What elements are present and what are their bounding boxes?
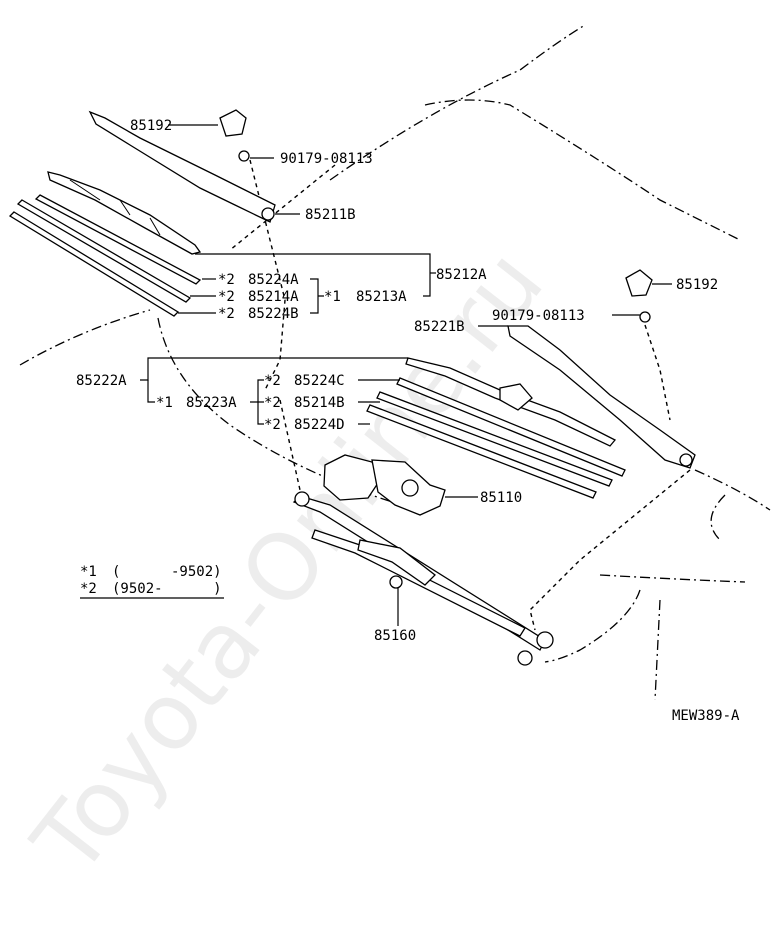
wiper-blade-left bbox=[47, 171, 202, 255]
label-blade-assy-passenger: 85222A bbox=[76, 373, 127, 389]
bracket-star1-85213A bbox=[310, 278, 324, 314]
guide-left-arm bbox=[249, 159, 286, 391]
link-pivot-left bbox=[294, 491, 310, 507]
guide-right-pivot bbox=[529, 469, 691, 631]
label-motor: 85110 bbox=[480, 490, 522, 506]
label-insert-b: 85214B bbox=[294, 395, 345, 411]
legend-range-1: ( -9502) bbox=[112, 564, 222, 580]
blade-left-detail bbox=[69, 179, 161, 236]
guide-left-top bbox=[229, 164, 336, 251]
fender-line bbox=[654, 599, 661, 701]
mark-star2-d: *2 bbox=[264, 417, 281, 433]
legend-range-2: (9502- ) bbox=[112, 581, 222, 597]
nut-right bbox=[639, 311, 651, 323]
cowl-curve bbox=[157, 317, 421, 511]
bracket-85212A bbox=[195, 253, 431, 297]
mark-star2-c: *2 bbox=[264, 373, 281, 389]
rubber-strip-d bbox=[366, 404, 597, 499]
link-mount bbox=[389, 575, 403, 589]
nut-left bbox=[238, 150, 250, 162]
cap-left bbox=[219, 109, 247, 137]
legend-mark-1: *1 bbox=[80, 564, 97, 580]
label-arm-left: 85211B bbox=[305, 207, 356, 223]
bracket-85222A bbox=[140, 357, 408, 381]
cowl-lower-curve bbox=[544, 589, 641, 663]
label-link: 85160 bbox=[374, 628, 416, 644]
body-outline-right bbox=[694, 469, 771, 511]
label-blade-assy-driver: 85212A bbox=[436, 267, 487, 283]
label-nut-left: 90179-08113 bbox=[280, 151, 373, 167]
label-insert-a: 85214A bbox=[248, 289, 299, 305]
bracket-85222A-lower bbox=[147, 380, 155, 403]
label-rubber-a: 85224A bbox=[248, 272, 299, 288]
watermark: Toyota-Online.ru bbox=[12, 230, 564, 894]
insert-strip-a bbox=[16, 199, 192, 303]
mark-star2-b: *2 bbox=[218, 306, 235, 322]
bracket-85223A bbox=[250, 379, 264, 425]
legend-mark-2: *2 bbox=[80, 581, 97, 597]
mark-star1-a: *1 bbox=[324, 289, 341, 305]
wiper-arm-right bbox=[507, 325, 696, 469]
blade-right-clip bbox=[499, 383, 533, 411]
mark-star2-a: *2 bbox=[218, 272, 235, 288]
insert-strip-b bbox=[376, 391, 613, 487]
mark-star1-b: *1 bbox=[156, 395, 173, 411]
rubber-strip-a bbox=[34, 194, 202, 285]
cowl-lower-right bbox=[599, 574, 746, 583]
label-rubber-d: 85224D bbox=[294, 417, 345, 433]
body-outline-left bbox=[19, 309, 151, 366]
guide-right-nut bbox=[644, 324, 671, 421]
rubber-strip-c bbox=[396, 377, 626, 477]
mark-star2-insert-b: *2 bbox=[264, 395, 281, 411]
diagram-code: MEW389-A bbox=[672, 708, 740, 724]
label-cap-right: 85192 bbox=[676, 277, 718, 293]
label-blade-a: 85213A bbox=[356, 289, 407, 305]
link-crank bbox=[357, 539, 436, 586]
label-rubber-c: 85224C bbox=[294, 373, 345, 389]
fender-curve bbox=[710, 494, 726, 541]
mark-star2-insert-a: *2 bbox=[218, 289, 235, 305]
cap-right bbox=[625, 269, 653, 297]
arm-left-pivot bbox=[261, 207, 275, 221]
link-pivot-right bbox=[536, 631, 554, 649]
label-rubber-b: 85224B bbox=[248, 306, 299, 322]
wiper-motor-body bbox=[323, 454, 381, 501]
motor-shaft bbox=[401, 479, 419, 497]
link-end-right bbox=[517, 650, 533, 666]
label-nut-right: 90179-08113 bbox=[492, 308, 585, 324]
rubber-strip-b bbox=[8, 211, 180, 317]
label-arm-right: 85221B bbox=[414, 319, 465, 335]
link-rod-lower bbox=[311, 529, 526, 637]
label-cap-left: 85192 bbox=[130, 118, 172, 134]
label-blade-passenger: 85223A bbox=[186, 395, 237, 411]
windshield-upper-edge bbox=[424, 99, 741, 241]
arm-right-pivot bbox=[679, 453, 693, 467]
